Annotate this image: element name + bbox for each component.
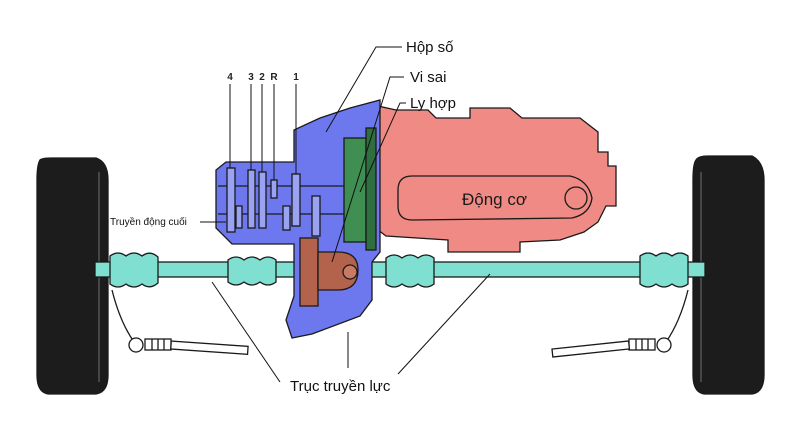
engine-label: Động cơ [462,190,527,209]
right-inner-cv-boot [385,254,435,288]
gear-2 [258,171,267,229]
clutch-label: Ly hợp [410,95,456,112]
gear-number-1: 1 [293,72,299,83]
gearbox-label: Hộp số [406,39,454,56]
gear-number-r: R [270,72,278,83]
gear-number-4: 4 [227,72,233,83]
leader-lines [200,46,491,383]
drive-shaft-label: Trục truyền lực [290,378,391,395]
differential-gear [299,237,359,307]
engine-block [377,105,617,253]
gear-number-2: 2 [259,72,265,83]
gear-number-labels: 4 3 2 R 1 [227,72,299,180]
gear-4 [226,167,236,233]
gear-number-3: 3 [248,72,254,83]
left-tie-rod [111,289,249,356]
gear-3 [247,169,256,229]
left-inner-cv-boot [227,256,277,286]
gear-r [270,179,278,199]
gear-1 [291,173,301,227]
clutch-disc [343,127,377,251]
right-tie-rod [551,289,689,358]
right-wheel [692,155,765,395]
differential-label: Vi sai [410,69,446,86]
left-outer-cv-boot [109,252,159,288]
final-drive-label: Truyền động cuối [110,216,187,228]
final-drive-gears [235,195,321,237]
right-outer-cv-boot [639,252,689,288]
